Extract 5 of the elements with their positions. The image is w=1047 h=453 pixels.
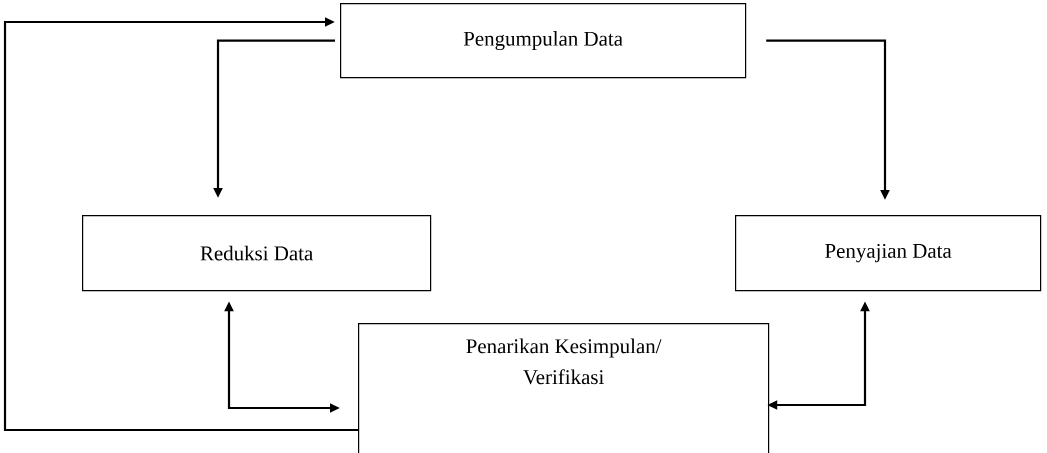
arrow xyxy=(3,17,358,432)
process-box: Pengumpulan Data xyxy=(340,3,747,79)
process-box: Penarikan Kesimpulan/ Verifikasi xyxy=(358,323,770,453)
process-box: Reduksi Data xyxy=(82,215,432,292)
process-box: Penyajian Data xyxy=(735,215,1042,292)
